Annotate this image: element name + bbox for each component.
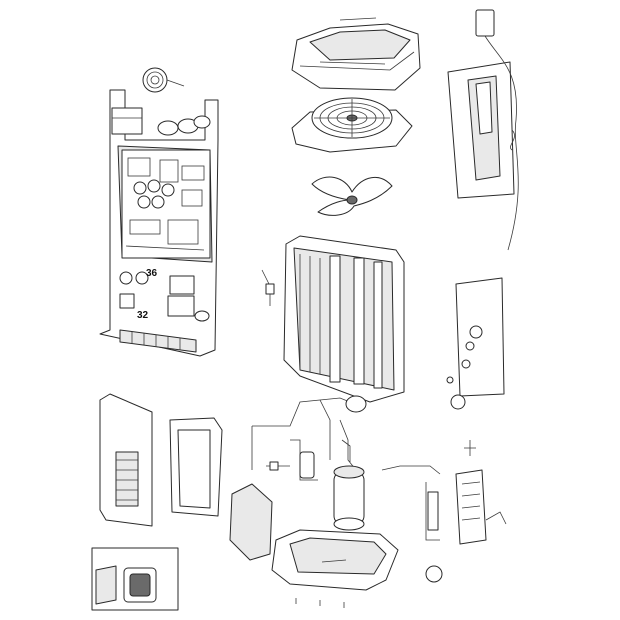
- side-panel-lower: [446, 277, 505, 410]
- inset-component: [91, 547, 179, 611]
- front-panel-vented: [99, 393, 153, 527]
- terminal-strip: [119, 329, 197, 353]
- relay-block: [119, 271, 210, 322]
- coil-component: [142, 67, 185, 93]
- top-cover: [291, 17, 421, 91]
- callout-36: 36: [146, 268, 158, 279]
- compressor-jacket: [229, 483, 273, 561]
- side-panel-top: [447, 9, 519, 251]
- transformer: [111, 107, 143, 135]
- sensor-probe: [261, 269, 275, 306]
- compressor: [333, 439, 365, 531]
- pcb-board: [121, 149, 211, 259]
- fan-guard: [291, 97, 413, 153]
- evaporator-coil: [283, 235, 405, 403]
- callout-32: 32: [137, 310, 149, 321]
- fan-blade: [311, 176, 393, 216]
- heat-exchanger: [381, 440, 507, 583]
- piping-assembly: [251, 395, 367, 481]
- control-box: 36 32: [99, 67, 219, 357]
- capacitors: [157, 115, 211, 136]
- base-pan: [271, 529, 399, 608]
- front-panel-frame: [169, 417, 223, 517]
